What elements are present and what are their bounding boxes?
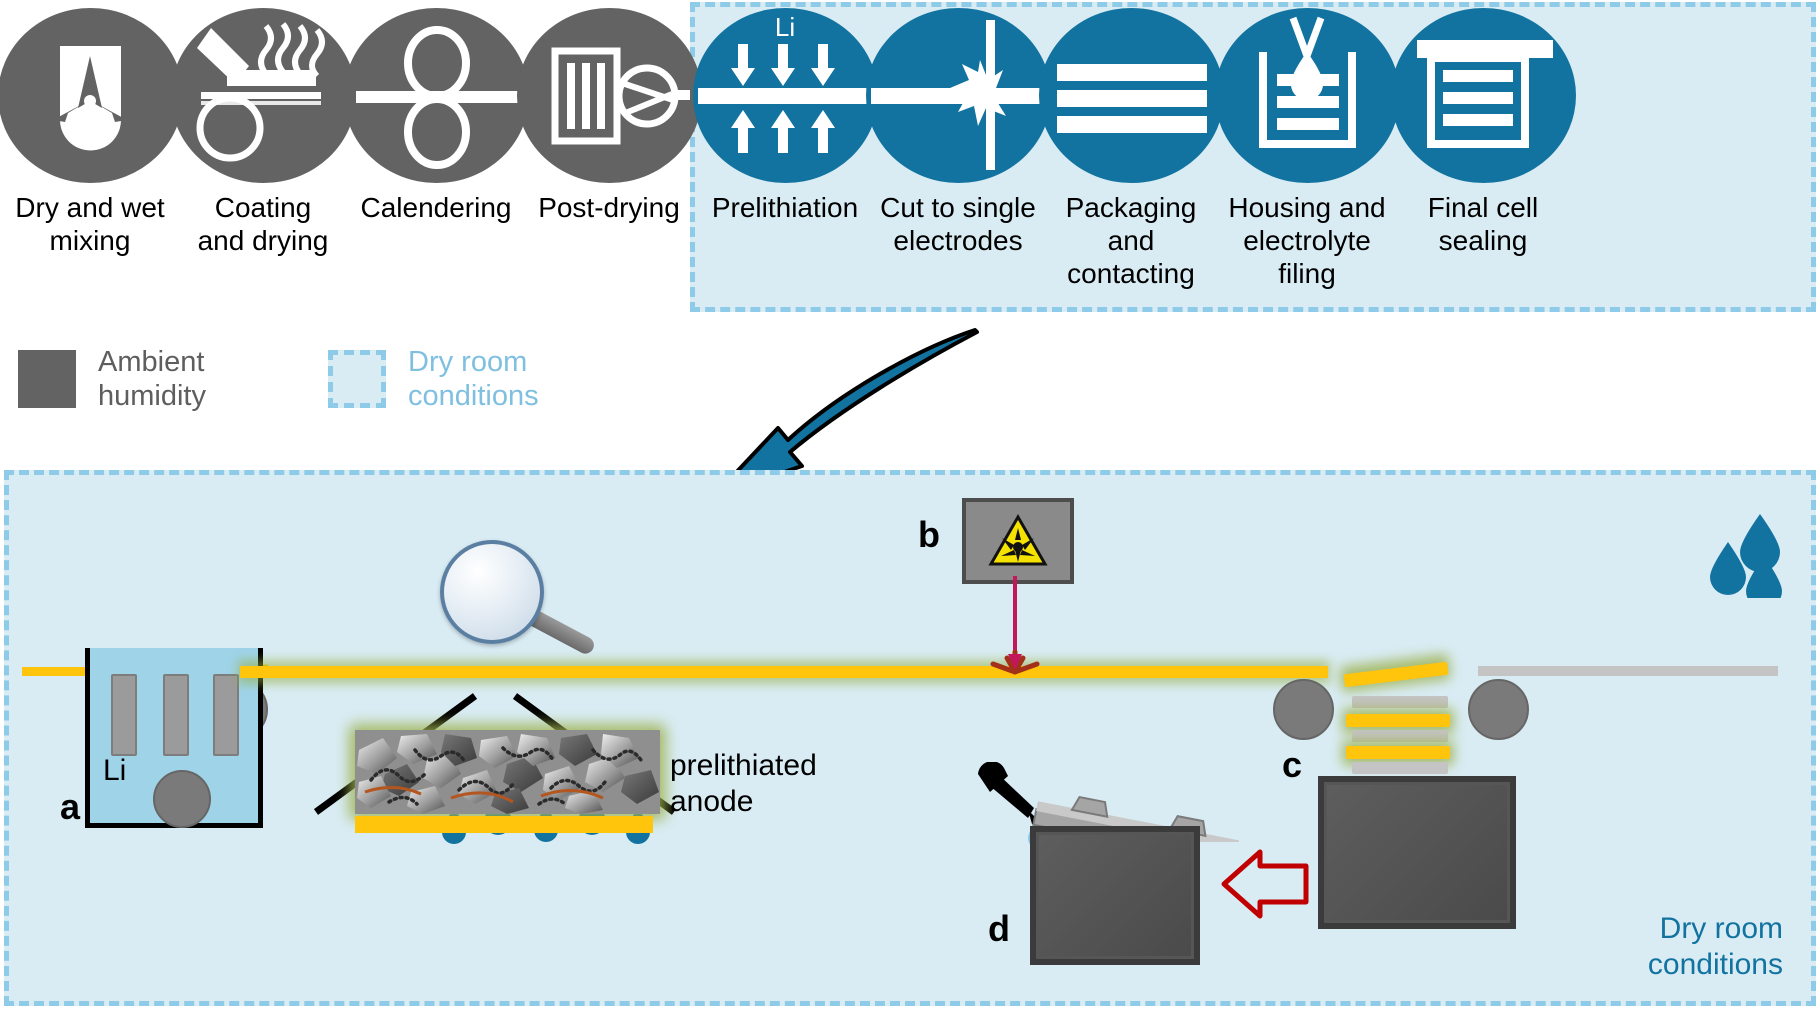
callout-letter-a: a <box>60 786 81 827</box>
assembled-cell-filling <box>1030 826 1200 965</box>
ambient-humidity-swatch <box>18 350 76 408</box>
process-step-label: Housing and electrolyte filing <box>1228 192 1386 289</box>
legend: Ambient humidity Dry room conditions <box>8 330 628 450</box>
legend-label: Dry room conditions <box>408 346 539 412</box>
magnifier-icon <box>440 540 610 657</box>
legend-item-ambient-humidity: Ambient humidity <box>18 345 206 413</box>
lithium-arrows-icon: Li <box>692 8 878 183</box>
process-step-prelithiation[interactable]: Li Prelithiation <box>690 8 880 224</box>
stack-sheet-separator-2 <box>1352 730 1448 742</box>
graphite-grains <box>355 730 660 814</box>
process-step-cut-to-single-electrodes[interactable]: Cut to single electrodes <box>863 8 1053 257</box>
legend-item-dry-room-conditions: Dry room conditions <box>328 345 539 413</box>
process-step-label: Calendering <box>360 192 512 223</box>
process-step-label: Prelithiation <box>711 192 859 223</box>
process-chain: Dry and wet mixing Coating and drying <box>0 0 1820 330</box>
transfer-arrow <box>1221 849 1309 919</box>
prelithiated-anode-microstructure <box>349 724 666 835</box>
process-step-label: Dry and wet mixing <box>15 192 165 256</box>
stack-sheet-anode-2 <box>1346 714 1450 727</box>
dry-room-conditions-label: Dry room conditions <box>1647 912 1783 981</box>
svg-text:Li: Li <box>774 12 794 42</box>
process-step-coating-and-drying[interactable]: Coating and drying <box>168 8 358 257</box>
laser-cutting-icon <box>865 8 1051 183</box>
bath-material-label: Li <box>103 754 127 787</box>
li-electrode <box>213 674 239 756</box>
process-step-packaging-and-contacting[interactable]: Packaging and contacting <box>1036 8 1226 290</box>
callout-letter-c: c <box>1282 744 1303 785</box>
li-electrode <box>111 674 137 756</box>
stack-layers-icon <box>1038 8 1224 183</box>
process-step-label: Packaging and contacting <box>1065 192 1197 289</box>
coating-dryer-icon <box>170 8 356 183</box>
process-step-final-cell-sealing[interactable]: Final cell sealing <box>1388 8 1578 257</box>
roller-4 <box>1468 679 1529 740</box>
process-step-housing-and-electrolyte-filing[interactable]: Housing and electrolyte filing <box>1212 8 1402 290</box>
anode-caption: prelithiated anode <box>670 749 817 818</box>
process-step-label: Final cell sealing <box>1427 192 1539 256</box>
calender-rollers-icon <box>343 8 529 183</box>
electrolyte-filling-icon <box>1214 8 1400 183</box>
stack-sheet-separator-3 <box>1352 762 1448 774</box>
roller-immersed <box>153 770 211 828</box>
process-step-label: Post-drying <box>538 192 680 223</box>
callout-letter-d: d <box>988 908 1010 949</box>
roller-3 <box>1273 679 1334 740</box>
web-entry-foil <box>22 667 134 676</box>
vacuum-oven-icon <box>516 8 702 183</box>
web-separator-foil <box>1478 666 1778 676</box>
cell-sealing-icon <box>1390 8 1576 183</box>
process-step-post-drying[interactable]: Post-drying <box>514 8 704 224</box>
humidity-droplets-icon <box>1710 514 1782 598</box>
anode-current-collector-foil <box>355 816 653 833</box>
mixer-icon <box>0 8 183 183</box>
process-step-dry-and-wet-mixing[interactable]: Dry and wet mixing <box>0 8 185 257</box>
dry-room-conditions-swatch <box>328 350 386 408</box>
web-prelithiated <box>240 666 1328 678</box>
laser-beam <box>1013 576 1017 662</box>
laser-cutter-head <box>962 498 1074 584</box>
assembled-cell-stacking <box>1318 776 1516 929</box>
laser-warning-icon <box>988 514 1048 566</box>
callout-letter-b: b <box>918 514 940 555</box>
stack-sheet-separator-1 <box>1352 696 1448 708</box>
process-step-label: Coating and drying <box>197 192 329 256</box>
legend-label: Ambient humidity <box>98 346 206 412</box>
process-step-calendering[interactable]: Calendering <box>341 8 531 224</box>
process-step-label: Cut to single electrodes <box>880 192 1036 256</box>
stack-sheet-anode-3 <box>1346 746 1450 759</box>
li-electrode <box>163 674 189 756</box>
laser-impact-mark <box>990 650 1040 675</box>
